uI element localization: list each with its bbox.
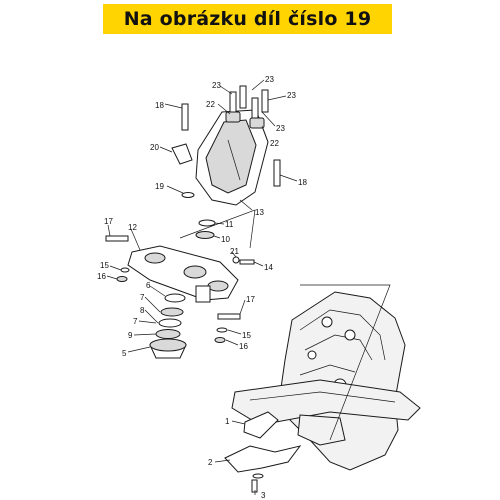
callout-16: 16 — [239, 342, 248, 351]
callout-18: 18 — [298, 178, 307, 187]
washer-19 — [181, 192, 195, 198]
callout-14: 14 — [264, 263, 273, 272]
callout-16: 16 — [97, 272, 106, 281]
bolt-18-left — [181, 103, 189, 131]
callout-22: 22 — [206, 100, 215, 109]
callout-22: 22 — [270, 139, 279, 148]
callout-2: 2 — [208, 458, 213, 467]
fitting-14 — [239, 259, 255, 265]
callout-20: 20 — [150, 143, 159, 152]
leader-frame — [300, 284, 391, 441]
callout-15: 15 — [242, 331, 251, 340]
stem-parts — [149, 293, 187, 359]
callout-9: 9 — [128, 331, 133, 340]
callout-19: 19 — [155, 182, 164, 191]
callout-15: 15 — [100, 261, 109, 270]
callout-21: 21 — [230, 247, 239, 256]
nut-16-right — [214, 337, 226, 343]
callout-23: 23 — [265, 75, 274, 84]
bolts-top — [225, 85, 269, 129]
frame-assembly — [231, 291, 421, 471]
nut-10 — [195, 231, 215, 239]
callout-12: 12 — [128, 223, 137, 232]
callout-23: 23 — [287, 91, 296, 100]
washer-11 — [198, 219, 216, 227]
callout-23: 23 — [276, 124, 285, 133]
callout-1: 1 — [225, 417, 230, 426]
callout-13: 13 — [255, 208, 264, 217]
leader-lines — [106, 79, 298, 495]
bolt-17-left — [105, 235, 129, 242]
lower-bracket-12 — [127, 245, 239, 303]
washer-15-left — [120, 267, 130, 273]
banner-title: Na obrázku díl číslo 19 — [123, 8, 372, 30]
callout-18: 18 — [155, 101, 164, 110]
washer-15-right — [216, 327, 228, 333]
bottom-parts — [224, 411, 302, 493]
callout-17: 17 — [104, 217, 113, 226]
callout-labels: 23 23 23 23 22 22 18 18 20 19 13 11 10 1… — [97, 75, 307, 500]
callout-5: 5 — [122, 349, 127, 358]
callout-8: 8 — [140, 306, 145, 315]
callout-7: 7 — [140, 293, 145, 302]
callout-6: 6 — [146, 281, 151, 290]
fitting-21 — [232, 256, 240, 264]
clamp-20 — [171, 143, 193, 165]
upper-bracket — [195, 109, 269, 206]
callout-23: 23 — [212, 81, 221, 90]
bolt-18-right — [273, 159, 281, 187]
callout-11: 11 — [225, 220, 234, 229]
title-banner: Na obrázku díl číslo 19 — [103, 4, 392, 34]
nut-16-left — [116, 276, 128, 282]
callout-3: 3 — [261, 491, 266, 500]
callout-17: 17 — [246, 295, 255, 304]
callout-7: 7 — [133, 317, 138, 326]
callout-10: 10 — [221, 235, 230, 244]
bolt-17-right — [217, 313, 241, 320]
